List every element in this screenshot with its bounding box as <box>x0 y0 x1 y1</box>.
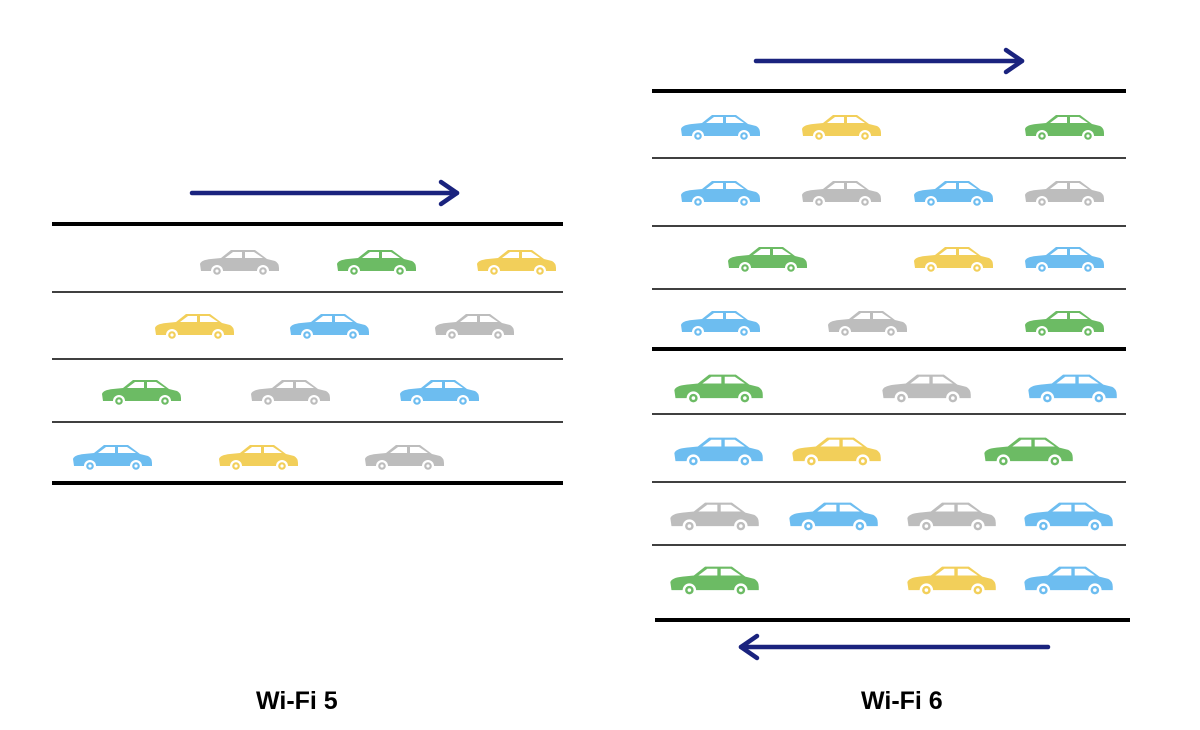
wifi5-car-blue <box>73 445 152 472</box>
wifi6-car-blue <box>1024 566 1113 597</box>
wifi5-car-blue <box>290 314 369 341</box>
wifi6-car-gray <box>670 502 759 533</box>
wifi5-car-yellow <box>155 314 234 341</box>
wifi6-car-yellow <box>914 247 993 274</box>
wifi6-caption: Wi-Fi 6 <box>861 687 943 715</box>
wifi6-car-blue <box>1025 247 1104 274</box>
wifi5-caption: Wi-Fi 5 <box>256 687 338 715</box>
wifi6-car-blue <box>1028 374 1117 405</box>
direction-arrows <box>189 47 1051 661</box>
wifi5-car-gray <box>200 250 279 277</box>
wifi6-car-gray <box>828 311 907 338</box>
wifi6-car-yellow <box>907 566 996 597</box>
wifi6-car-blue <box>1024 502 1113 533</box>
wifi5-direction-arrow <box>189 179 460 207</box>
wifi5-car-blue <box>400 380 479 407</box>
wifi5-car-gray <box>365 445 444 472</box>
wifi6-car-blue <box>789 502 878 533</box>
wifi6-car-blue <box>914 181 993 208</box>
wifi6-car-blue <box>681 115 760 142</box>
wifi6-car-blue <box>681 181 760 208</box>
wifi6-forward-arrow <box>753 47 1025 75</box>
wifi6-car-gray <box>1025 181 1104 208</box>
wifi6-car-green <box>674 374 763 405</box>
wifi5-car-yellow <box>477 250 556 277</box>
wifi6-car-green <box>1025 115 1104 142</box>
wifi6-car-yellow <box>802 115 881 142</box>
lane-lines <box>52 89 1130 622</box>
wifi6-car-blue <box>674 437 763 468</box>
wifi6-car-green <box>670 566 759 597</box>
wifi6-car-green <box>984 437 1073 468</box>
wifi6-car-gray <box>882 374 971 405</box>
wifi5-car-gray <box>251 380 330 407</box>
wifi6-car-green <box>1025 311 1104 338</box>
wifi5-car-green <box>337 250 416 277</box>
wifi6-car-gray <box>802 181 881 208</box>
wifi6-car-green <box>728 247 807 274</box>
wifi5-car-gray <box>435 314 514 341</box>
wifi6-car-yellow <box>792 437 881 468</box>
wifi5-car-yellow <box>219 445 298 472</box>
wifi6-reverse-arrow <box>738 633 1051 661</box>
wifi5-car-green <box>102 380 181 407</box>
wifi6-car-gray <box>907 502 996 533</box>
wifi6-car-blue <box>681 311 760 338</box>
cars <box>73 115 1117 597</box>
